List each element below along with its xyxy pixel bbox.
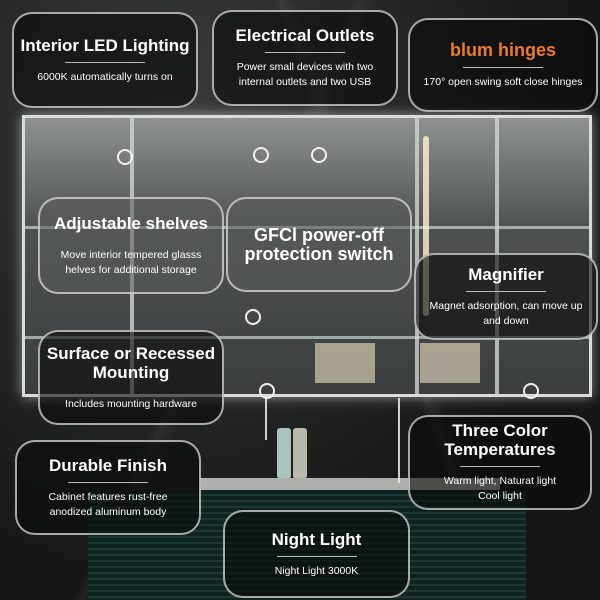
- feature-desc: Night Light 3000K: [274, 564, 359, 577]
- feature-desc: Power small devices with two internal ou…: [236, 61, 374, 88]
- feature-magnifier: Magnifier Magnet adsorption, can move up…: [414, 253, 598, 340]
- feature-color-temperatures: Three Color Temperatures Warm light, Nat…: [408, 415, 592, 510]
- feature-desc: Cabinet features rust-free anodized alum…: [48, 490, 168, 518]
- feature-desc: Includes mounting hardware: [65, 397, 197, 410]
- callout-marker: [523, 383, 539, 399]
- feature-title: GFCl power-off protection switch: [244, 224, 394, 264]
- callout-marker: [245, 309, 261, 325]
- feature-desc: 6000K automatically turns on: [37, 70, 173, 83]
- glass-shelf: [25, 336, 589, 339]
- feature-title: Interior LED Lighting: [20, 35, 190, 55]
- feature-title: Electrical Outlets: [235, 26, 375, 45]
- feature-title: Adjustable shelves: [53, 213, 208, 233]
- callout-marker: [311, 147, 327, 163]
- divider: [460, 466, 540, 467]
- under-shelf-light: [315, 343, 375, 383]
- feature-title: Three Color Temperatures: [444, 421, 556, 459]
- cabinet-divider: [415, 118, 419, 394]
- callout-line: [265, 398, 267, 440]
- blum-logo: blum hinges: [449, 39, 556, 60]
- divider: [276, 555, 357, 557]
- callout-line: [398, 398, 400, 483]
- soap-bottle: [277, 428, 291, 478]
- feature-desc: 170° open swing soft close hinges: [423, 75, 583, 88]
- feature-title: Night Light: [271, 529, 362, 549]
- feature-night-light: Night Light Night Light 3000K: [223, 510, 410, 598]
- divider: [265, 52, 345, 53]
- feature-desc: Magnet adsorption, can move up and down: [429, 299, 583, 327]
- feature-adjustable-shelves: Adjustable shelves Move interior tempere…: [38, 197, 224, 294]
- under-shelf-light: [420, 343, 480, 383]
- feature-title: Surface or Recessed Mounting: [46, 343, 216, 382]
- feature-mounting: Surface or Recessed Mounting Includes mo…: [38, 330, 224, 425]
- feature-desc: Move interior tempered glasss helves for…: [60, 248, 202, 276]
- soap-bottle: [293, 428, 307, 478]
- feature-interior-led: Interior LED Lighting 6000K automaticall…: [12, 12, 198, 108]
- divider: [65, 61, 145, 63]
- callout-marker: [259, 383, 275, 399]
- feature-durable-finish: Durable Finish Cabinet features rust-fre…: [15, 440, 201, 535]
- divider: [463, 66, 543, 68]
- feature-outlets: Electrical Outlets Power small devices w…: [212, 10, 398, 106]
- divider: [68, 481, 148, 483]
- callout-marker: [117, 149, 133, 165]
- feature-desc: Warm light, Naturat light Cool light: [443, 475, 557, 502]
- magnifier-led-ring: [423, 136, 429, 316]
- divider: [466, 290, 546, 292]
- feature-title: Magnifier: [468, 264, 544, 284]
- feature-gfci-switch: GFCl power-off protection switch: [226, 197, 412, 292]
- feature-title: Durable Finish: [48, 455, 168, 475]
- callout-marker: [253, 147, 269, 163]
- feature-blum-hinges: blum hinges 170° open swing soft close h…: [408, 18, 598, 112]
